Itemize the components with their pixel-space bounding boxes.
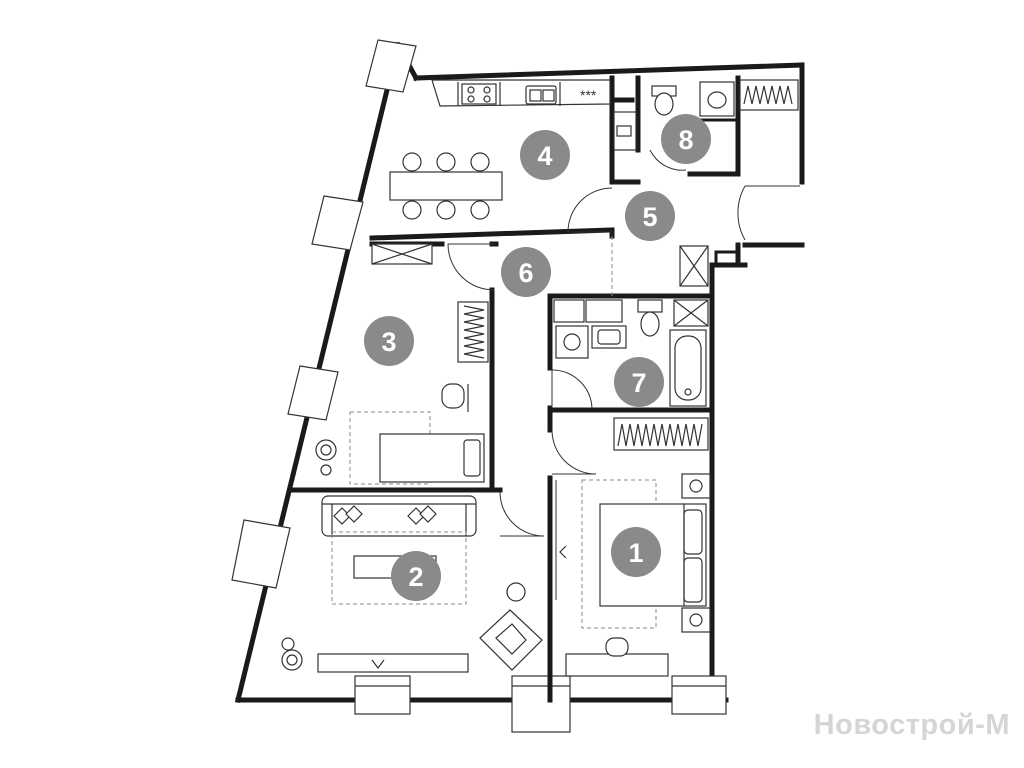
toilet-icon bbox=[651, 85, 677, 116]
watermark: Новострой-М bbox=[813, 709, 1010, 741]
room-number-badge: 8 bbox=[661, 114, 711, 164]
room-number-badge: 6 bbox=[501, 247, 551, 297]
room-6-label: 6 bbox=[518, 258, 533, 288]
room-number-badge: 7 bbox=[614, 357, 664, 407]
shaft-icon bbox=[679, 245, 709, 287]
wardrobe-icon bbox=[457, 301, 489, 363]
sink-icon bbox=[525, 85, 557, 105]
washer-icon bbox=[553, 299, 623, 359]
sofa-icon bbox=[321, 495, 477, 537]
plant-icon bbox=[315, 439, 337, 476]
armchair-icon bbox=[479, 609, 543, 671]
door-swing-icon bbox=[447, 149, 800, 600]
dining-table-icon bbox=[389, 152, 503, 220]
wardrobe-icon bbox=[613, 417, 709, 451]
room-5-label: 5 bbox=[642, 202, 657, 232]
lamp-icon bbox=[506, 582, 526, 602]
room-1-label: 1 bbox=[628, 538, 643, 568]
lamp-icon bbox=[681, 473, 711, 633]
shaft-icon bbox=[371, 243, 433, 265]
room-number-badge: 5 bbox=[625, 191, 675, 241]
desk-chair-icon bbox=[441, 383, 469, 412]
hob-marker: *** bbox=[580, 87, 597, 103]
room-number-badge: 4 bbox=[520, 130, 570, 180]
room-7-label: 7 bbox=[631, 368, 646, 398]
room-number-badge: 3 bbox=[364, 316, 414, 366]
window-icon bbox=[231, 39, 727, 733]
stove-icon bbox=[461, 83, 497, 105]
plant-icon bbox=[281, 637, 303, 671]
washer-icon bbox=[613, 111, 637, 151]
shaft-icon bbox=[673, 299, 709, 327]
sink-icon bbox=[591, 325, 627, 349]
desk-icon bbox=[565, 637, 669, 677]
sink-icon bbox=[699, 81, 735, 117]
tv-stand-icon bbox=[317, 653, 469, 673]
room-8-label: 8 bbox=[678, 125, 693, 155]
bathtub-icon bbox=[669, 329, 707, 407]
toilet-icon bbox=[637, 299, 663, 337]
bed-icon bbox=[379, 433, 485, 483]
room-number-badge: 1 bbox=[611, 527, 661, 577]
room-3-label: 3 bbox=[381, 327, 396, 357]
room-number-badge: 2 bbox=[391, 551, 441, 601]
room-4-label: 4 bbox=[537, 141, 552, 171]
room-2-label: 2 bbox=[408, 562, 423, 592]
wardrobe-icon bbox=[739, 79, 799, 111]
